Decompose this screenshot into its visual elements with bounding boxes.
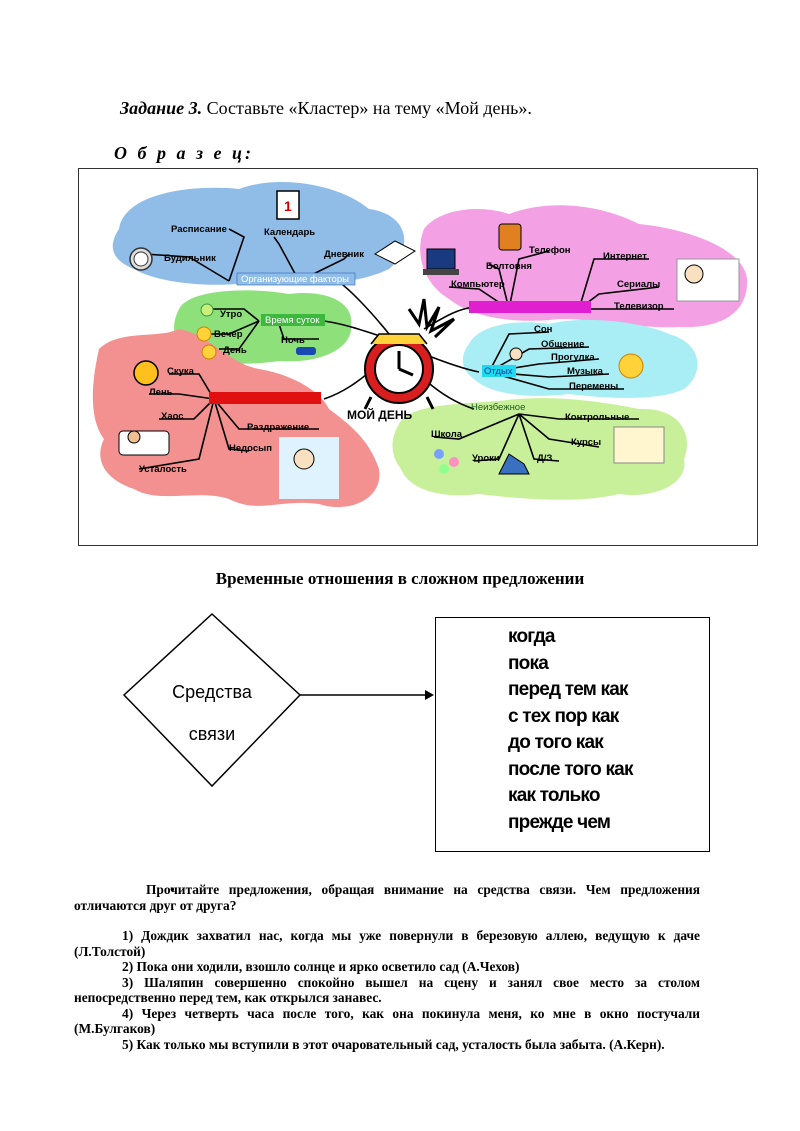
exercise-text: •Прочитайте предложения, обращая внимани… xyxy=(74,882,700,1052)
neg-item: Хаос xyxy=(161,411,184,422)
sun-icon xyxy=(201,344,217,360)
rest-item: Музыка xyxy=(567,366,604,377)
svg-text:1: 1 xyxy=(284,198,292,214)
time-item: Вечер xyxy=(214,329,243,340)
bullet-icon: • xyxy=(170,882,175,897)
must-item: Школа xyxy=(431,429,463,440)
tech-item: Телевизор xyxy=(614,301,664,312)
conjunction-list: когда пока перед тем как с тех пор как д… xyxy=(508,624,633,836)
sentence-5: 5) Как только мы вступили в этот очарова… xyxy=(122,1036,665,1052)
sentence-2: 2) Пока они ходили, взошло солнце и ярко… xyxy=(122,959,520,974)
org-item: Календарь xyxy=(264,227,315,238)
tech-item: Сериалы xyxy=(617,279,660,290)
org-item: Будильник xyxy=(164,253,216,264)
cluster-mindmap: МОЙ ДЕНЬ Организующие факторы Время суто… xyxy=(92,181,748,508)
tech-item: Телефон xyxy=(529,245,571,256)
sentence-4: 4) Через четверть часа после того, как о… xyxy=(74,1005,700,1037)
smiley-music-icon xyxy=(618,353,644,379)
neg-item: Усталость xyxy=(139,464,187,475)
conjunction-diagram: Средства связи xyxy=(122,612,434,788)
time-label: Время суток xyxy=(265,315,320,326)
phone-icon xyxy=(498,223,522,251)
question-paragraph: •Прочитайте предложения, обращая внимани… xyxy=(74,882,700,913)
tech-label-bar xyxy=(469,301,591,313)
rest-item: Прогулка xyxy=(551,352,595,363)
sentence-1: 1) Дождик захватил нас, когда мы уже пов… xyxy=(74,928,700,959)
flashlight-icon xyxy=(296,347,316,355)
cluster-center-label: МОЙ ДЕНЬ xyxy=(347,407,413,422)
book-icon xyxy=(373,240,417,265)
neg-item: Недосып xyxy=(229,443,272,454)
rest-label: Отдых xyxy=(484,366,513,377)
conjunction-item: как только xyxy=(508,785,600,806)
neg-item: Раздражение xyxy=(247,422,309,433)
time-item: Ночь xyxy=(281,335,305,346)
task-heading: Задание 3. Составьте «Кластер» на тему «… xyxy=(120,98,532,119)
rest-item: Перемены xyxy=(569,381,618,392)
sleeping-person-icon xyxy=(118,430,170,456)
time-item: День xyxy=(223,345,247,356)
face-icon xyxy=(200,303,214,317)
task-text: Составьте «Кластер» на тему «Мой день». xyxy=(206,98,532,118)
arrow-head xyxy=(425,690,434,700)
smile-icon xyxy=(196,326,212,342)
neg-item: Лень xyxy=(149,387,173,398)
cluster-image: МОЙ ДЕНЬ Организующие факторы Время суто… xyxy=(78,168,758,546)
diamond-text-line1: Средства xyxy=(172,682,253,702)
rest-item: Сон xyxy=(534,324,553,335)
conjunction-item: перед тем как xyxy=(508,679,629,700)
diamond-text-line2: связи xyxy=(189,724,235,744)
must-item: Д/З xyxy=(537,453,552,464)
tech-item: Интернет xyxy=(603,251,647,262)
alarm-icon xyxy=(129,247,153,271)
tv-person-icon xyxy=(676,258,740,302)
tech-item: Компьютер xyxy=(451,279,505,290)
tech-item: Болтовня xyxy=(486,261,532,272)
angry-person-icon xyxy=(279,437,339,499)
conjunction-item: пока xyxy=(508,652,549,674)
blob-must xyxy=(392,398,687,500)
conjunction-item: прежде чем xyxy=(508,811,611,833)
task-label: Задание 3. xyxy=(120,98,203,118)
blob-org xyxy=(112,181,405,285)
time-item: Утро xyxy=(220,309,242,320)
sample-label: О б р а з е ц: xyxy=(114,143,254,163)
alarm-clock-icon xyxy=(363,298,456,410)
lamp-icon xyxy=(498,453,530,475)
conjunction-item: с тех пор как xyxy=(508,705,619,727)
must-item: Уроки xyxy=(472,453,500,464)
classroom-icon xyxy=(613,426,665,464)
conjunction-box: когда пока перед тем как с тех пор как д… xyxy=(435,617,710,852)
neg-label-bar xyxy=(209,392,321,404)
rest-item: Общение xyxy=(541,339,584,350)
must-item: Контрольные xyxy=(565,412,629,423)
diamond-shape xyxy=(122,612,302,788)
calendar-icon: 1 xyxy=(276,190,300,220)
neg-item: Скука xyxy=(167,366,195,377)
conjunction-item: когда xyxy=(508,626,555,647)
org-label: Организующие факторы xyxy=(241,274,349,285)
question-text: Прочитайте предложения, обращая внимание… xyxy=(74,882,700,913)
conjunction-item: до того как xyxy=(508,732,604,753)
kid-icon xyxy=(509,347,523,361)
conjunction-item: после того как xyxy=(508,758,633,780)
section-title: Временные отношения в сложном предложени… xyxy=(215,569,585,588)
org-item: Расписание xyxy=(171,224,227,235)
molecule-icon xyxy=(434,449,459,474)
must-item: Курсы xyxy=(571,437,601,448)
computer-icon xyxy=(423,248,459,275)
sentence-3: 3) Шаляпин совершенно спокойно вышел на … xyxy=(74,974,700,1006)
blob-rest xyxy=(462,319,698,398)
bomb-icon xyxy=(133,360,159,386)
cluster-lines xyxy=(138,228,674,470)
must-label: Неизбежное xyxy=(471,402,525,413)
org-item: Дневник xyxy=(324,249,364,260)
